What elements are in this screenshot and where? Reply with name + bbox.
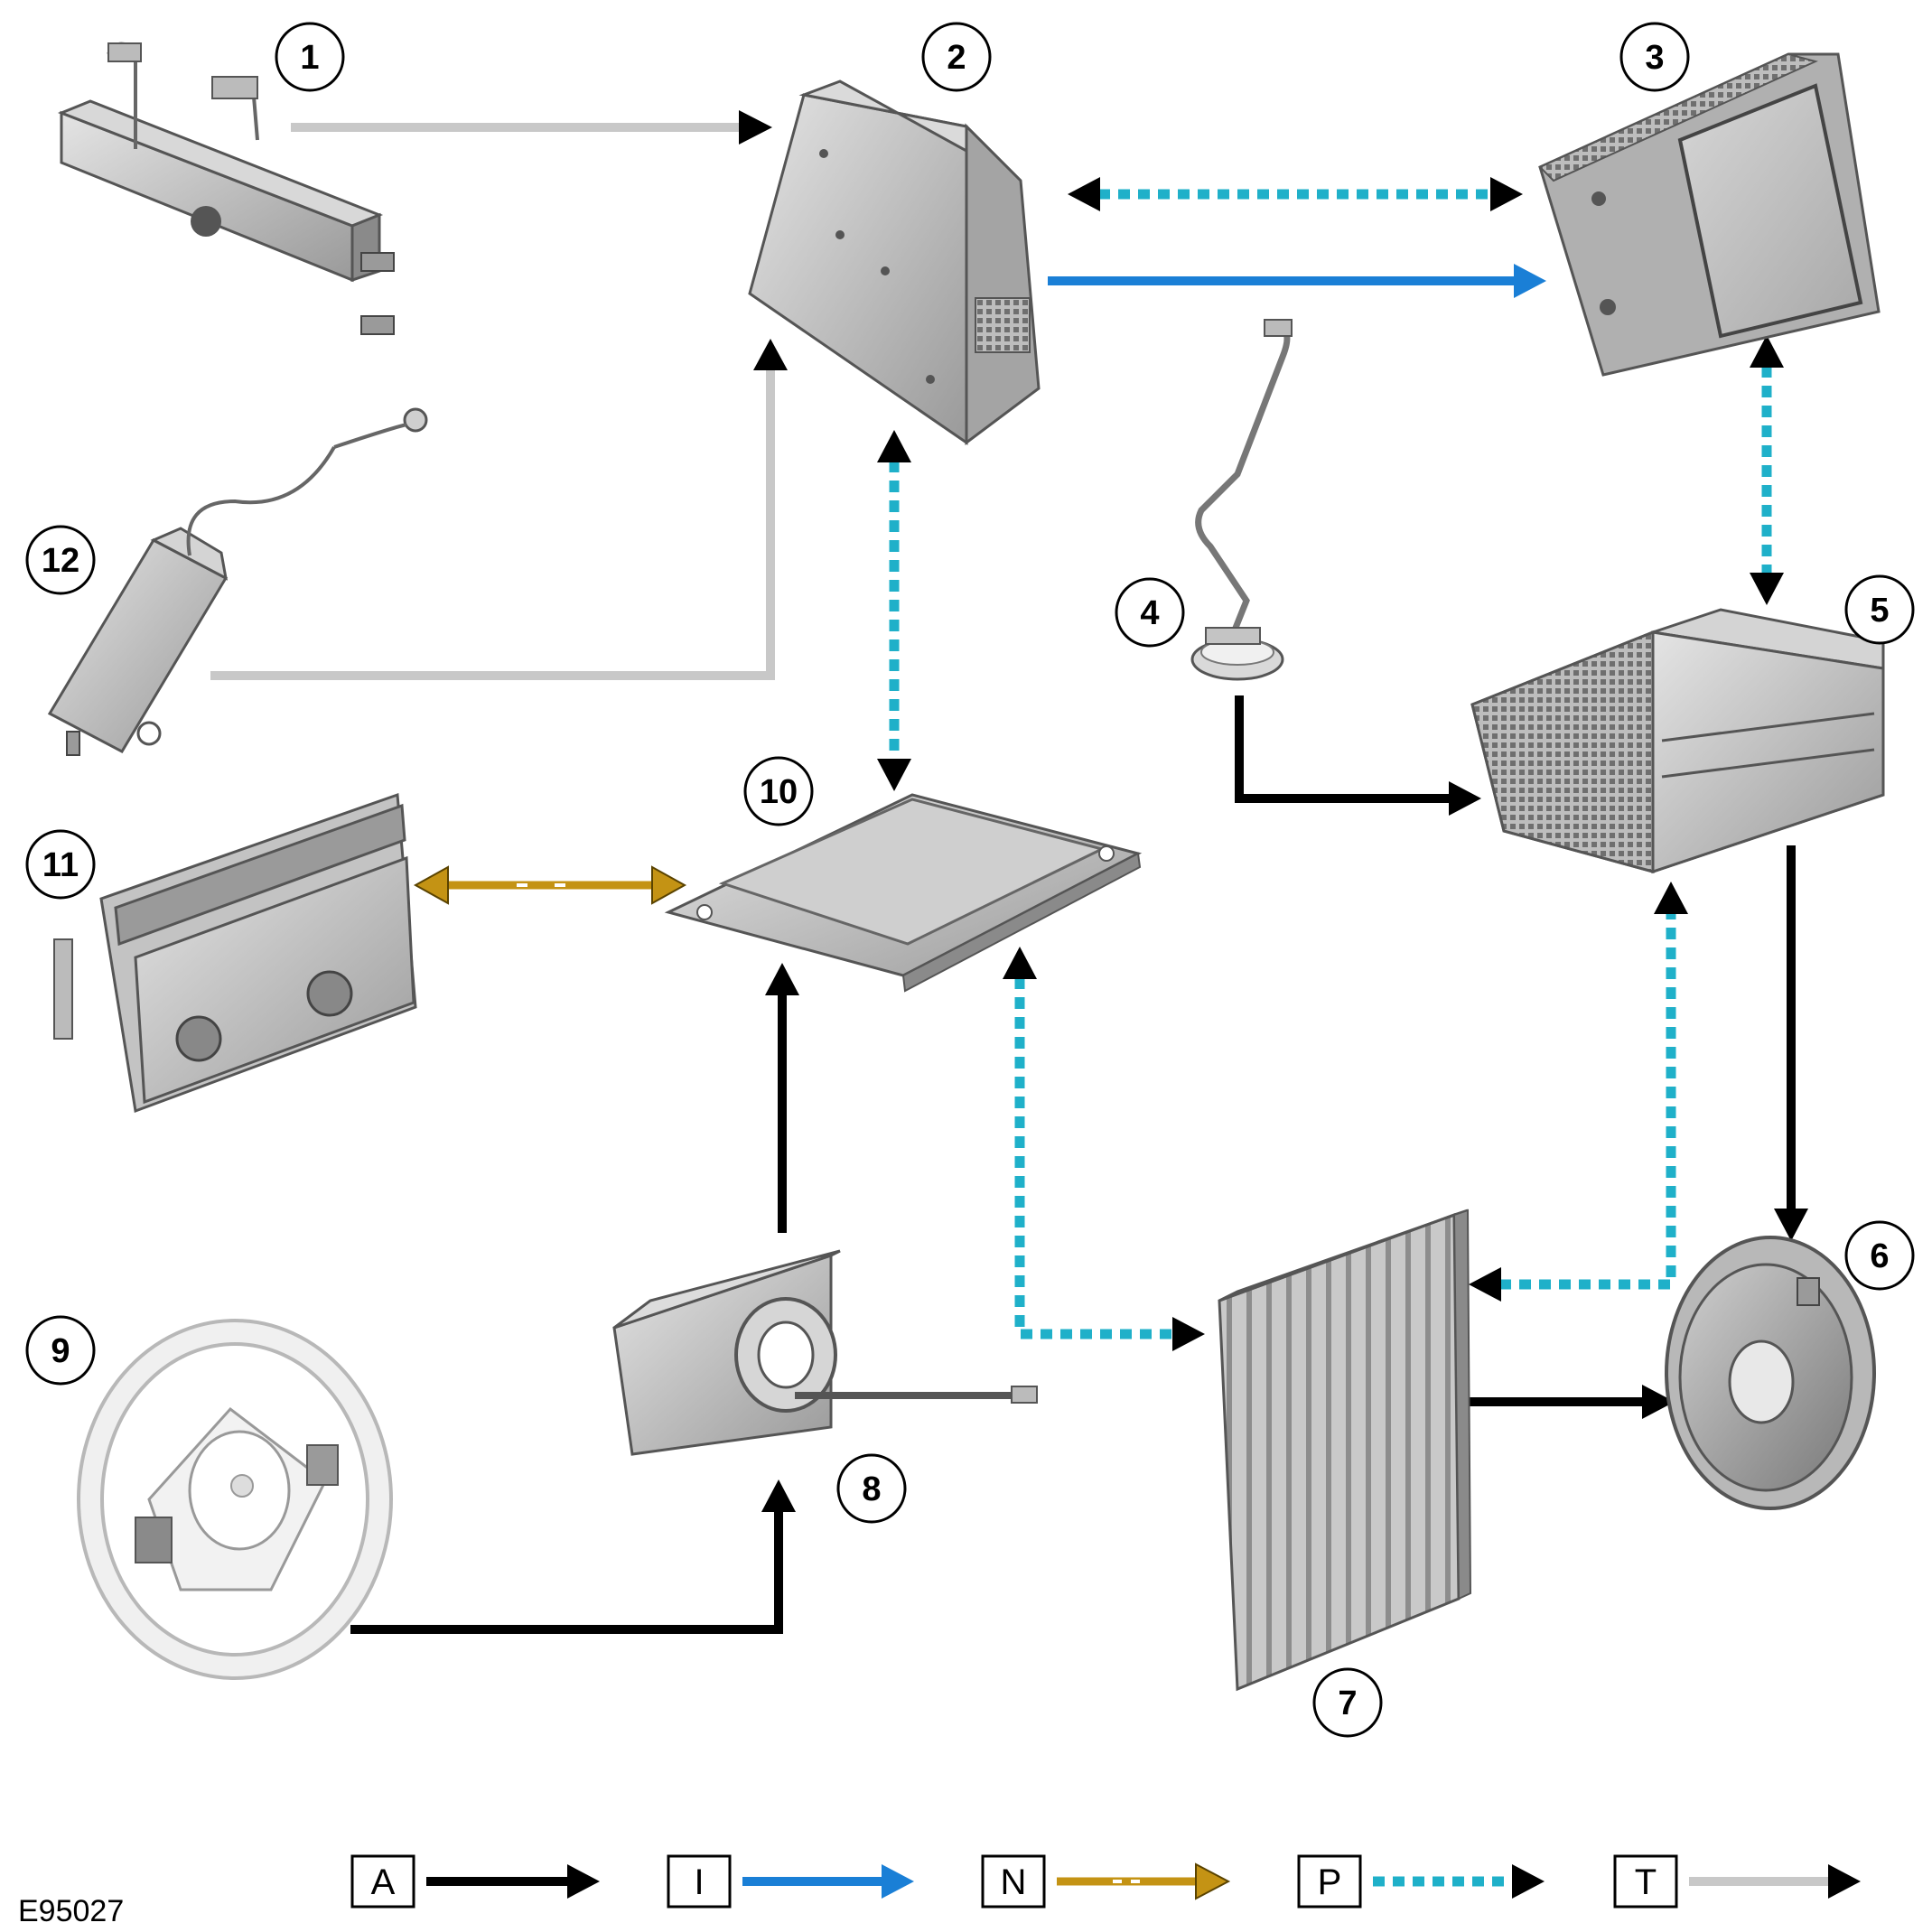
component-2-module bbox=[748, 79, 1041, 445]
callout-3: 3 bbox=[1619, 22, 1690, 92]
arrowhead-gold bbox=[651, 865, 687, 905]
svg-text:4: 4 bbox=[1140, 594, 1159, 632]
svg-text:7: 7 bbox=[1338, 1685, 1357, 1722]
arrowhead bbox=[739, 110, 772, 145]
arrowhead bbox=[1490, 177, 1523, 211]
svg-text:12: 12 bbox=[42, 542, 79, 580]
callout-6: 6 bbox=[1844, 1220, 1915, 1291]
component-7-amplifier bbox=[1218, 1209, 1472, 1692]
arrowhead bbox=[1449, 781, 1481, 816]
svg-text:1: 1 bbox=[300, 39, 319, 77]
arrowhead bbox=[765, 963, 799, 995]
arrowhead bbox=[1750, 335, 1784, 368]
callouts: 1 2 3 4 5 6 7 8 bbox=[25, 22, 1915, 1738]
callout-5: 5 bbox=[1844, 574, 1915, 645]
arrowhead bbox=[1003, 947, 1037, 979]
figure-reference: E95027 bbox=[18, 1894, 124, 1928]
svg-text:A: A bbox=[371, 1862, 396, 1902]
callout-10: 10 bbox=[743, 756, 814, 826]
component-8-clockspring bbox=[612, 1249, 1038, 1456]
component-4-sensor bbox=[1190, 319, 1293, 681]
callout-9: 9 bbox=[25, 1315, 96, 1386]
svg-text:5: 5 bbox=[1870, 592, 1889, 630]
arrowhead bbox=[1654, 882, 1688, 914]
callout-12: 12 bbox=[25, 525, 96, 595]
arrowhead bbox=[1068, 177, 1100, 211]
arrowhead bbox=[1172, 1317, 1205, 1351]
component-5-media-unit bbox=[1470, 608, 1885, 874]
svg-text:P: P bbox=[1318, 1862, 1342, 1902]
callout-7: 7 bbox=[1312, 1667, 1383, 1738]
conn-4-5-black bbox=[1235, 695, 1451, 803]
arrowhead bbox=[1774, 1209, 1808, 1241]
component-9-steering-wheel bbox=[77, 1319, 393, 1680]
conn-12-2-gray bbox=[210, 369, 775, 680]
legend-item-n: N bbox=[981, 1854, 1231, 1909]
svg-text:8: 8 bbox=[862, 1470, 881, 1508]
component-1-module bbox=[57, 42, 395, 335]
arrowhead bbox=[877, 759, 911, 791]
svg-text:3: 3 bbox=[1645, 39, 1664, 77]
svg-text:6: 6 bbox=[1870, 1237, 1889, 1275]
arrowhead-gold bbox=[413, 865, 449, 905]
component-3-display bbox=[1538, 52, 1881, 377]
callout-4: 4 bbox=[1115, 577, 1185, 648]
component-12-antenna bbox=[47, 407, 428, 756]
component-11-control-panel bbox=[53, 792, 417, 1114]
arrowhead bbox=[761, 1479, 796, 1512]
arrowhead bbox=[1469, 1267, 1501, 1302]
svg-text:I: I bbox=[694, 1862, 704, 1902]
legend-item-a: A bbox=[350, 1854, 600, 1909]
svg-text:11: 11 bbox=[42, 846, 79, 884]
svg-text:2: 2 bbox=[947, 39, 966, 77]
connection-lines bbox=[210, 110, 1808, 1634]
component-6-speaker bbox=[1665, 1236, 1876, 1510]
conn-10-7-dotted bbox=[1014, 977, 1174, 1339]
arrowhead bbox=[1750, 573, 1784, 605]
callout-11: 11 bbox=[25, 829, 96, 900]
legend: A I N P T bbox=[350, 1854, 1861, 1909]
arrowhead bbox=[1642, 1385, 1675, 1419]
svg-text:10: 10 bbox=[760, 773, 798, 811]
arrowhead bbox=[877, 430, 911, 462]
conn-9-8-black bbox=[350, 1510, 783, 1634]
legend-item-i: I bbox=[667, 1854, 914, 1909]
conn-7-5-dotted bbox=[1499, 912, 1676, 1290]
svg-text:N: N bbox=[1001, 1862, 1027, 1902]
legend-item-p: P bbox=[1297, 1854, 1545, 1909]
svg-text:T: T bbox=[1635, 1862, 1657, 1902]
component-10-module bbox=[664, 793, 1143, 993]
svg-text:9: 9 bbox=[51, 1332, 70, 1370]
callout-1: 1 bbox=[275, 22, 345, 92]
arrowhead-blue bbox=[1514, 264, 1546, 298]
arrowhead bbox=[753, 339, 788, 370]
callout-2: 2 bbox=[921, 22, 992, 92]
legend-item-t: T bbox=[1613, 1854, 1861, 1909]
callout-8: 8 bbox=[836, 1453, 907, 1524]
